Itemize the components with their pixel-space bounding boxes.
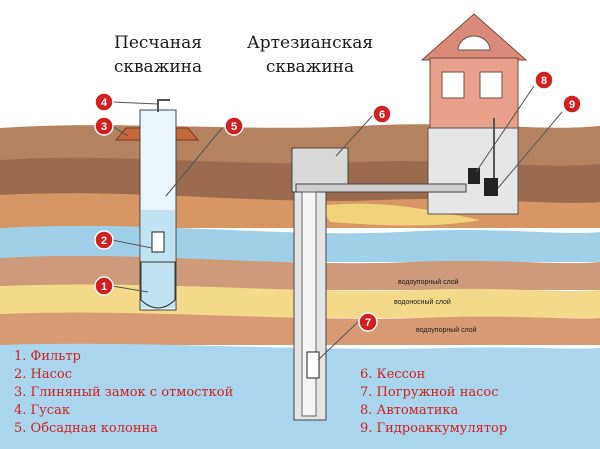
artesian-well-title-line2: скважина bbox=[266, 57, 354, 77]
house-wall bbox=[429, 57, 519, 129]
caisson-pipe-link bbox=[295, 183, 467, 193]
legend-item-pump: 2. Насос bbox=[14, 367, 72, 382]
leader-2 bbox=[111, 239, 153, 249]
callout-6-number: 6 bbox=[379, 109, 385, 121]
callout-4-number: 4 bbox=[101, 97, 108, 109]
leader-1 bbox=[111, 285, 149, 293]
callout-5-number: 5 bbox=[231, 121, 237, 133]
filter-mesh bbox=[140, 261, 176, 309]
legend-right: 6. Кессон 7. Погружной насос 8. Автомати… bbox=[360, 367, 507, 436]
callout-4: 4 bbox=[94, 92, 114, 112]
sand-well-title-line2: скважина bbox=[114, 57, 202, 77]
callout-2-number: 2 bbox=[101, 235, 107, 247]
sand-pump bbox=[151, 231, 165, 253]
callout-7-number: 7 bbox=[365, 317, 371, 329]
leader-3 bbox=[111, 125, 129, 137]
callout-5: 5 bbox=[224, 116, 244, 136]
submersible-pump bbox=[306, 351, 320, 379]
callout-3: 3 bbox=[94, 116, 114, 136]
artesian-well-title-line1: Артезианская bbox=[247, 33, 373, 53]
accumulator-box bbox=[484, 178, 498, 196]
legend-item-casing: 5. Обсадная колонна bbox=[14, 421, 158, 436]
callout-8: 8 bbox=[534, 70, 554, 90]
sand-well bbox=[114, 99, 200, 311]
label-aquifer: водоносный слой bbox=[394, 298, 451, 306]
leader-9 bbox=[497, 111, 563, 189]
legend-item-automation: 8. Автоматика bbox=[360, 403, 459, 418]
legend-item-accumulator: 9. Гидроаккумулятор bbox=[360, 421, 507, 436]
leader-5 bbox=[165, 127, 223, 197]
titles: Песчаная скважина Артезианская скважина bbox=[114, 33, 373, 77]
artesian-well bbox=[291, 147, 467, 421]
sand-lens bbox=[320, 203, 480, 226]
callout-9-number: 9 bbox=[569, 99, 575, 111]
house bbox=[420, 13, 528, 215]
legend-left: 1. Фильтр 2. Насос 3. Глиняный замок с о… bbox=[14, 349, 233, 436]
label-aquiclude-top: водоупорный слой bbox=[398, 278, 459, 286]
callout-7: 7 bbox=[358, 312, 378, 332]
callout-8-number: 8 bbox=[541, 75, 547, 87]
callout-1: 1 bbox=[94, 276, 114, 296]
callout-6: 6 bbox=[372, 104, 392, 124]
leader-8 bbox=[475, 85, 535, 173]
leader-4 bbox=[111, 101, 159, 105]
sand-well-title-line1: Песчаная bbox=[114, 33, 202, 53]
house-window-right bbox=[479, 71, 503, 99]
artesian-inner-pipe bbox=[301, 191, 317, 417]
callout-2: 2 bbox=[94, 230, 114, 250]
legend-item-submersible-pump: 7. Погружной насос bbox=[360, 385, 499, 400]
callout-1-number: 1 bbox=[101, 281, 107, 293]
callout-leaders bbox=[111, 85, 563, 361]
leader-7 bbox=[317, 321, 359, 361]
house-attic-window bbox=[457, 35, 491, 51]
legend-item-gooseneck: 4. Гусак bbox=[14, 403, 70, 418]
automation-box bbox=[468, 168, 480, 184]
gooseneck bbox=[157, 99, 170, 112]
legend-item-filter: 1. Фильтр bbox=[14, 349, 81, 364]
callout-3-number: 3 bbox=[101, 121, 107, 133]
callouts: 1 2 3 4 5 6 7 8 9 bbox=[94, 70, 582, 332]
label-aquiclude-bottom: водоупорный слой bbox=[416, 326, 477, 334]
callout-9: 9 bbox=[562, 94, 582, 114]
house-window-left bbox=[441, 71, 465, 99]
layer-labels: водоупорный слой водоносный слой водоупо… bbox=[394, 278, 477, 334]
legend-item-clay-seal: 3. Глиняный замок с отмосткой bbox=[14, 385, 233, 400]
legend-item-caisson: 6. Кессон bbox=[360, 367, 425, 382]
leader-6 bbox=[335, 113, 375, 157]
